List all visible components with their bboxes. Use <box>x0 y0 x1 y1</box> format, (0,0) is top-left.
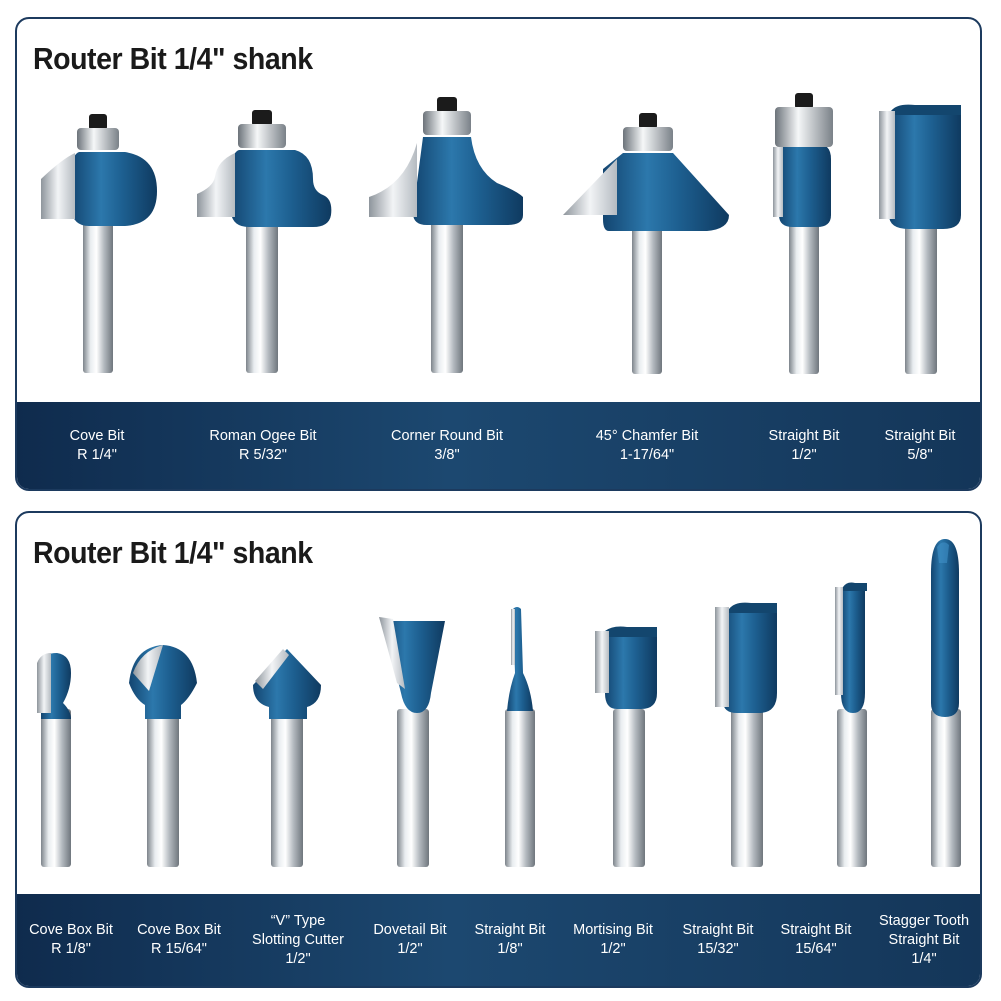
straight-bit-fifteen-sixtyfourths-image <box>835 582 867 867</box>
caption-name: Roman Ogee Bit <box>209 427 317 444</box>
straight-bit-eighth-image <box>505 607 535 867</box>
caption-size: 1/2" <box>791 446 817 463</box>
caption-size: 5/8" <box>907 446 933 463</box>
caption-size: 1/2" <box>397 941 423 957</box>
dovetail-bit-image <box>379 617 445 867</box>
caption-straight-bit-eighth: Straight Bit 1/8" <box>475 894 546 986</box>
caption-size: 1-17/64" <box>619 446 675 463</box>
caption-name: Straight Bit <box>682 922 754 938</box>
straight-bit-five-eighths-image <box>879 104 961 374</box>
cove-bit-image <box>41 114 157 373</box>
caption-stagger-tooth-straight-bit: Stagger Tooth Straight Bit 1/4" <box>879 894 969 986</box>
straight-bit-fifteen-thirtyseconds-image <box>715 602 777 867</box>
caption-size: R 1/8" <box>51 941 91 957</box>
caption-size: 1/2" <box>285 950 311 967</box>
caption-name: 45° Chamfer Bit <box>595 427 699 444</box>
caption-band-bottom: Cove Box Bit R 1/8" Cove Box Bit R 15/64… <box>17 894 980 986</box>
mortising-bit-image <box>595 626 657 867</box>
caption-straight-bit-five-eighths: Straight Bit 5/8" <box>885 402 956 489</box>
caption-name: Straight Bit <box>768 427 840 444</box>
corner-round-bit-image <box>369 97 523 373</box>
caption-name: Cove Bit <box>69 427 125 444</box>
caption-name: Corner Round Bit <box>390 427 504 444</box>
caption-size: 15/64" <box>795 941 837 957</box>
v-slotting-cutter-image <box>253 649 321 867</box>
caption-name: Straight Bit <box>884 427 956 444</box>
caption-corner-round-bit: Corner Round Bit 3/8" <box>391 402 503 489</box>
stagger-tooth-straight-bit-image <box>931 539 961 867</box>
caption-size: 1/2" <box>600 941 626 957</box>
caption-size: R 15/64" <box>151 941 207 957</box>
caption-name-line2: Straight Bit <box>888 931 960 948</box>
caption-name: Straight Bit <box>780 922 852 938</box>
caption-mortising-bit: Mortising Bit 1/2" <box>573 894 653 986</box>
cove-box-bit-eighth-image <box>37 653 71 867</box>
caption-size: 15/32" <box>697 941 739 957</box>
caption-chamfer-bit: 45° Chamfer Bit 1-17/64" <box>596 402 699 489</box>
caption-name: Straight Bit <box>474 922 546 938</box>
caption-roman-ogee-bit: Roman Ogee Bit R 5/32" <box>209 402 316 489</box>
caption-name: Dovetail Bit <box>373 922 447 938</box>
chamfer-bit-image <box>563 113 729 374</box>
caption-v-slotting-cutter: “V” Type Slotting Cutter 1/2" <box>252 894 344 986</box>
router-bit-panel-bottom: Router Bit 1/4" shank <box>15 511 982 988</box>
caption-size: 3/8" <box>434 446 460 463</box>
caption-name-line2: Slotting Cutter <box>252 931 344 948</box>
caption-size: R 5/32" <box>239 446 287 463</box>
cove-box-bit-fifteen-sixtyfourths-image <box>129 645 197 867</box>
caption-name: Cove Box Bit <box>137 922 221 938</box>
caption-cove-bit: Cove Bit R 1/4" <box>70 402 125 489</box>
caption-name-line1: Stagger Tooth <box>878 912 970 929</box>
panel-title: Router Bit 1/4" shank <box>33 41 313 76</box>
panel-title: Router Bit 1/4" shank <box>33 535 313 570</box>
caption-straight-bit-fifteen-sixtyfourths: Straight Bit 15/64" <box>781 894 852 986</box>
caption-cove-box-bit-fifteen-sixtyfourths: Cove Box Bit R 15/64" <box>137 894 221 986</box>
caption-size: R 1/4" <box>77 446 117 463</box>
caption-band-top: Cove Bit R 1/4" Roman Ogee Bit R 5/32" C… <box>17 402 980 489</box>
router-bit-images-top <box>41 93 961 374</box>
caption-cove-box-bit-eighth: Cove Box Bit R 1/8" <box>29 894 113 986</box>
caption-name: Cove Box Bit <box>29 922 113 938</box>
router-bit-images-bottom <box>37 539 961 867</box>
caption-dovetail-bit: Dovetail Bit 1/2" <box>373 894 446 986</box>
caption-name: Mortising Bit <box>573 922 653 938</box>
caption-name-line1: “V” Type <box>270 912 326 929</box>
caption-size: 1/4" <box>911 950 937 967</box>
caption-straight-bit-half: Straight Bit 1/2" <box>769 402 840 489</box>
roman-ogee-bit-image <box>197 110 332 373</box>
caption-size: 1/8" <box>497 941 523 957</box>
router-bit-panel-top: Router Bit 1/4" shank <box>15 17 982 491</box>
straight-bit-half-image <box>773 93 833 374</box>
caption-straight-bit-fifteen-thirtyseconds: Straight Bit 15/32" <box>683 894 754 986</box>
